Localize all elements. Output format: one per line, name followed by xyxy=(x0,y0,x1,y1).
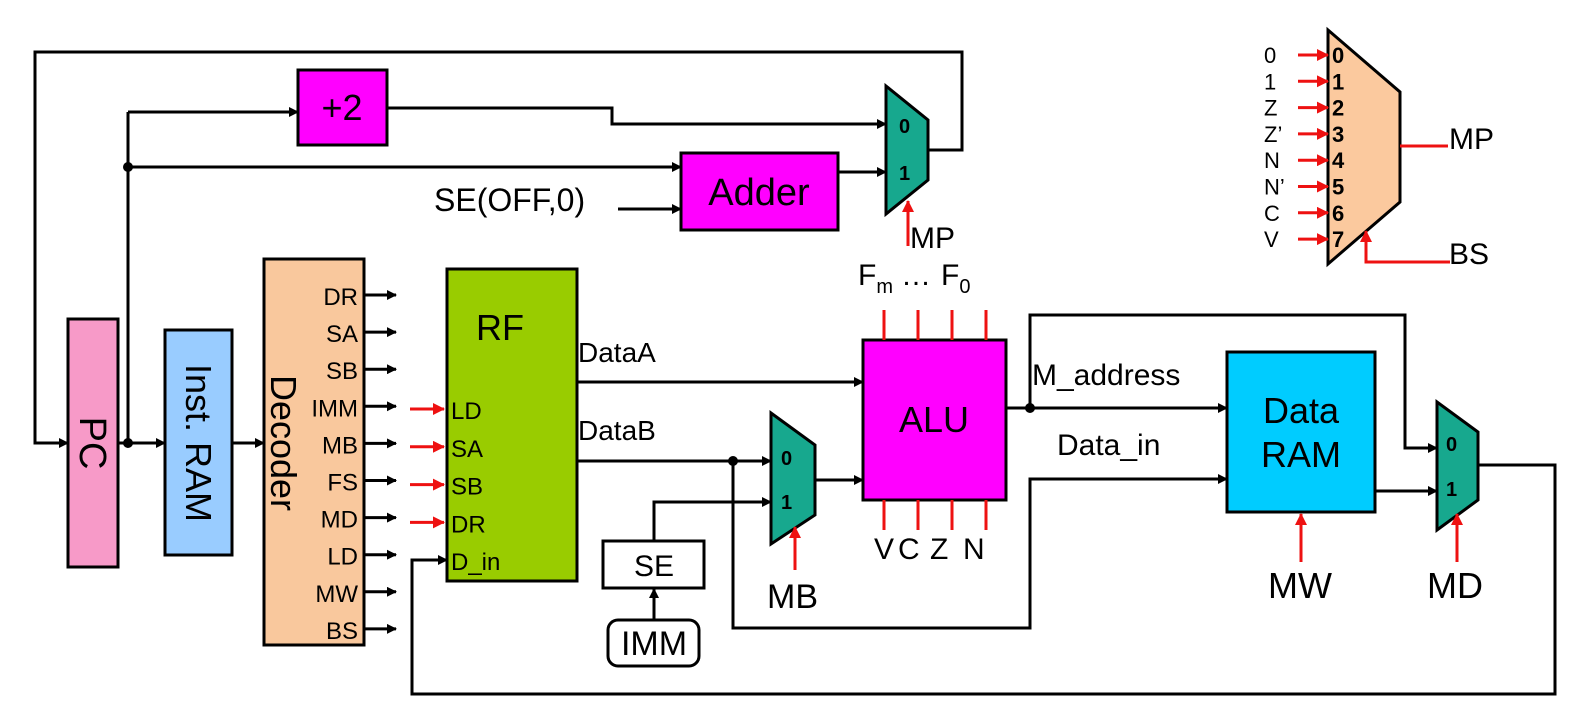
status-input-label: Z xyxy=(1264,96,1277,121)
junction-dot xyxy=(123,438,133,448)
junction-dot xyxy=(1025,403,1035,413)
pc-loop-wire xyxy=(33,50,964,448)
decoder-output-label: SA xyxy=(326,321,358,348)
status-select-number: 7 xyxy=(1332,227,1344,252)
m-address-label: M_address xyxy=(1032,359,1180,392)
data-in-label: Data_in xyxy=(1057,429,1160,462)
data-ram-block xyxy=(1225,350,1377,514)
se-label: SE xyxy=(634,550,674,583)
junction-dot xyxy=(123,162,133,172)
decoder-output-label: MD xyxy=(321,507,358,534)
status-select-number: 4 xyxy=(1332,148,1345,173)
data-ram-label-line1: Data xyxy=(1263,390,1340,431)
status-select-number: 5 xyxy=(1332,175,1344,200)
status-select-number: 6 xyxy=(1332,201,1344,226)
decoder-output-label: MB xyxy=(322,432,358,459)
pc-mux xyxy=(884,82,930,218)
adder-label: Adder xyxy=(708,172,810,214)
offset-label: SE(OFF,0) xyxy=(434,182,585,218)
decoder-output-label: LD xyxy=(327,544,358,571)
plus2-to-mux-wire xyxy=(387,106,887,129)
rf-input-labels: LD SA SB DR D_in xyxy=(451,398,500,576)
flag-c-label: C xyxy=(898,533,920,566)
mb-mux-input-1: 1 xyxy=(781,492,792,514)
adder-block xyxy=(679,151,840,232)
rf-input-label: DR xyxy=(451,511,486,538)
status-select-number: 3 xyxy=(1332,122,1344,147)
decoder-output-label: BS xyxy=(326,618,358,645)
mb-mux-input-0: 0 xyxy=(781,448,792,470)
function-select-label: Fm…F0 xyxy=(858,259,970,298)
bs-label: BS xyxy=(1449,238,1489,271)
rf-input-label: SB xyxy=(451,474,483,501)
rf-input-label: LD xyxy=(451,398,482,425)
plus2-block xyxy=(296,68,389,147)
inst-ram-block xyxy=(163,328,234,557)
decoder-label: Decoder xyxy=(263,375,304,511)
status-input-label: 1 xyxy=(1264,69,1276,94)
md-mux-input-1: 1 xyxy=(1446,479,1457,501)
alu-label: ALU xyxy=(899,399,969,440)
mw-label: MW xyxy=(1268,565,1332,606)
status-select-number: 1 xyxy=(1332,69,1344,94)
mb-mux xyxy=(769,410,817,547)
alu-block xyxy=(861,338,1008,502)
pc-block xyxy=(66,317,120,569)
inst-ram-label: Inst. RAM xyxy=(178,364,219,522)
pc-label: PC xyxy=(71,417,113,470)
imm-block xyxy=(606,618,701,668)
status-input-label: 0 xyxy=(1264,43,1276,68)
datab-to-datain-wire xyxy=(731,461,1228,630)
plus2-label: +2 xyxy=(321,87,362,128)
decoder-output-label: FS xyxy=(327,470,358,497)
flag-n-label: N xyxy=(963,533,985,566)
flag-v-label: V xyxy=(874,533,894,566)
rf-input-label: D_in xyxy=(451,549,500,576)
decoder-output-label: MW xyxy=(315,581,358,608)
decoder-output-label: IMM xyxy=(311,395,358,422)
rf-control-arrows xyxy=(410,403,445,529)
md-label: MD xyxy=(1427,565,1483,606)
status-input-label: N xyxy=(1264,148,1280,173)
alu-to-mdmux-wire xyxy=(1028,313,1438,453)
status-select-number: 0 xyxy=(1332,43,1344,68)
rf-block xyxy=(445,267,579,583)
mp-label: MP xyxy=(910,222,955,255)
mdmux-to-rf-wire xyxy=(410,463,1557,696)
rf-label: RF xyxy=(476,307,524,348)
status-input-label: C xyxy=(1264,201,1280,226)
md-mux-input-0: 0 xyxy=(1446,434,1457,456)
dataa-label: DataA xyxy=(578,337,656,368)
rf-input-label: SA xyxy=(451,436,483,463)
decoder-output-label: DR xyxy=(323,284,358,311)
decoder-output-labels: DR SA SB IMM MB FS MD LD MW BS xyxy=(311,284,358,645)
mb-label: MB xyxy=(767,578,818,616)
status-input-label: Z’ xyxy=(1264,122,1282,147)
status-select-number: 2 xyxy=(1332,96,1344,121)
bs-control-arrow xyxy=(1360,230,1450,264)
se-to-mux-wire xyxy=(652,497,772,540)
decoder-output-label: SB xyxy=(326,358,358,385)
status-input-label: N’ xyxy=(1264,175,1285,200)
flag-z-label: Z xyxy=(930,533,948,566)
pc-mux-input-0: 0 xyxy=(899,116,910,138)
decoder-output-arrows xyxy=(364,290,397,634)
data-ram-label-line2: RAM xyxy=(1261,434,1341,475)
md-mux xyxy=(1435,399,1480,533)
status-input-label: V xyxy=(1264,227,1279,252)
junction-dot xyxy=(728,456,738,466)
pc-mux-input-1: 1 xyxy=(899,163,910,185)
imm-label: IMM xyxy=(621,625,687,663)
status-mux-output-label: MP xyxy=(1449,123,1494,156)
decoder-block xyxy=(262,257,366,647)
datab-label: DataB xyxy=(578,415,656,446)
se-block xyxy=(601,539,706,590)
